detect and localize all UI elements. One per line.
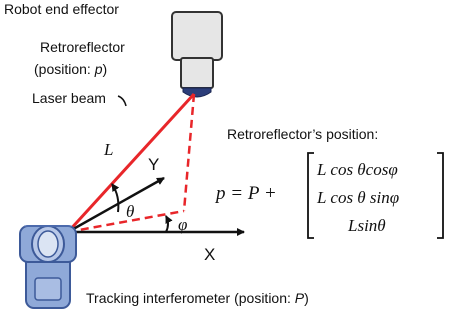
matrix-row-1: L cos θcosφ [316, 160, 398, 179]
laser-beam-line [66, 92, 196, 234]
laser-beam-label: Laser beam [32, 90, 106, 106]
matrix-row-3: Lsinθ [347, 216, 386, 235]
x-axis-label: X [204, 245, 215, 264]
equation-lhs: p = P + [214, 183, 277, 204]
position-heading: Retroreflector’s position: [227, 126, 378, 142]
laser-beam-pointer [117, 95, 127, 107]
horizontal-projection-line [67, 209, 185, 234]
y-axis [67, 176, 165, 234]
tracker-lens [37, 230, 59, 258]
tracking-interferometer [19, 225, 77, 309]
end-effector-label: Robot end effector [4, 1, 119, 17]
retroreflector-label: Retroreflector [40, 39, 125, 55]
retroreflector-shape [182, 87, 212, 98]
phi-arc [165, 215, 173, 233]
theta-arc [111, 183, 120, 213]
y-axis-label: Y [148, 155, 159, 174]
right-bracket [437, 152, 444, 239]
matrix-row-2: L cos θ sinφ [316, 188, 399, 207]
retroreflector-position-label: (position: p) [34, 61, 107, 77]
theta-label: θ [126, 202, 134, 221]
tracker-label: Tracking interferometer (position: P) [86, 290, 309, 306]
end-effector [171, 11, 223, 98]
end-effector-tip [180, 57, 214, 89]
position-equation: p = P + L cos θcosφ L cos θ sinφ Lsinθ [214, 152, 444, 239]
length-label: L [103, 140, 113, 159]
phi-label: φ [178, 215, 187, 234]
vertical-projection-line [182, 93, 196, 212]
left-bracket [307, 152, 314, 239]
end-effector-body [171, 11, 223, 61]
tracker-panel [34, 277, 62, 301]
